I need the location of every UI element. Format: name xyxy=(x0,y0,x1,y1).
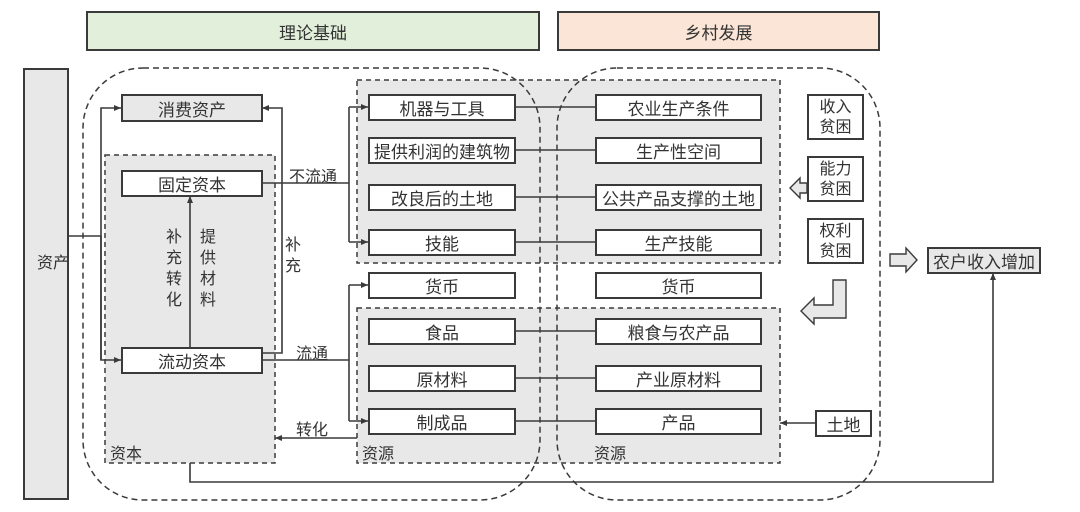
middle-item: 提供利润的建筑物 xyxy=(368,137,516,164)
outcome-box: 农户收入增加 xyxy=(927,247,1041,274)
middle-resource-label: 资源 xyxy=(362,444,395,463)
supplement-arrow xyxy=(262,105,283,354)
right-item: 生产性空间 xyxy=(595,137,762,164)
capability-poverty-box: 能力贫困 xyxy=(807,156,864,202)
right-money: 货币 xyxy=(595,272,762,299)
circulating-capital-box: 流动资本 xyxy=(121,347,263,374)
income-poverty-box: 收入贫困 xyxy=(807,94,864,140)
assets-bar: 资产 xyxy=(23,68,69,500)
middle-item: 改良后的土地 xyxy=(368,184,516,211)
capital-group-label: 资本 xyxy=(110,444,143,463)
rural-outline xyxy=(556,67,881,501)
theory-outline xyxy=(82,67,541,501)
right-item: 产品 xyxy=(595,408,762,435)
arrow-to-circulating xyxy=(100,236,121,363)
middle-item: 原材料 xyxy=(368,365,516,392)
right-item: 粮食与农产品 xyxy=(595,318,762,345)
right-block-arrow-icon xyxy=(889,246,918,274)
rights-poverty-box: 权利贫困 xyxy=(807,218,864,264)
provide-materials-label: 提供材料 xyxy=(199,227,216,309)
bent-block-arrow-icon xyxy=(800,279,847,326)
left-block-arrow-icon xyxy=(789,176,808,200)
middle-item: 制成品 xyxy=(368,408,516,435)
fixed-capital-box: 固定资本 xyxy=(121,170,263,197)
theory-header: 理论基础 xyxy=(86,11,540,51)
rural-header: 乡村发展 xyxy=(557,11,880,51)
transform-label: 转化 xyxy=(296,420,329,439)
middle-item: 机器与工具 xyxy=(368,94,516,121)
middle-money: 货币 xyxy=(368,272,516,299)
supplement-transform-label: 补充转化 xyxy=(165,227,182,309)
non-circulating-label: 不流通 xyxy=(289,167,338,186)
right-item: 农业生产条件 xyxy=(595,94,762,121)
right-item: 产业原材料 xyxy=(595,365,762,392)
circulating-label: 流通 xyxy=(296,344,329,363)
land-box: 土地 xyxy=(815,410,872,437)
right-item: 公共产品支撑的土地 xyxy=(595,184,762,211)
middle-item: 食品 xyxy=(368,318,516,345)
right-item: 生产技能 xyxy=(595,229,762,256)
middle-item: 技能 xyxy=(368,229,516,256)
supplement-label: 补充 xyxy=(284,235,301,275)
consumer-assets-box: 消费资产 xyxy=(121,94,263,122)
assets-label: 资产 xyxy=(37,253,70,272)
income-feedback-line xyxy=(189,273,996,483)
right-resource-label: 资源 xyxy=(594,444,627,463)
